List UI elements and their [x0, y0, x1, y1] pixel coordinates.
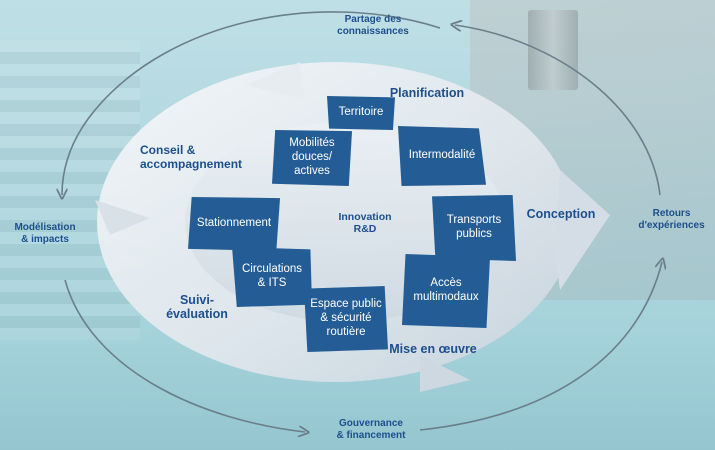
outer-arc-right	[455, 25, 661, 196]
label-conseil-accompagnement: Conseil & accompagnement	[140, 143, 243, 171]
label-partage-connaissances: Partage des connaissances	[337, 14, 409, 37]
label-conception: Conception	[526, 207, 596, 221]
ring-arrow-bottom	[420, 355, 470, 392]
label-retours-experiences: Retours d'expériences	[638, 208, 705, 231]
box-territoire: Territoire	[327, 96, 395, 130]
ring-arrow-right	[555, 170, 610, 290]
box-transports-publics: Transports publics	[432, 195, 516, 261]
background-bin	[528, 10, 578, 90]
ring-arrow-left	[95, 200, 150, 235]
box-acces-multimodaux: Accès multimodaux	[402, 254, 490, 328]
label-gouvernance-financement: Gouvernance & financement	[336, 418, 406, 441]
box-espace-public: Espace public & sécurité routière	[304, 286, 388, 352]
box-stationnement: Stationnement	[188, 197, 280, 251]
label-planification: Planification	[389, 86, 465, 100]
label-modelisation-impacts: Modélisation & impacts	[14, 222, 76, 245]
box-circulations-its: Circulations & ITS	[232, 247, 312, 307]
outer-arc-top	[62, 11, 441, 195]
box-mobilites: Mobilités douces/ actives	[272, 130, 352, 186]
box-intermodalite: Intermodalité	[398, 126, 486, 186]
label-innovation-rd: Innovation R&D	[338, 211, 392, 236]
outer-arc-bottom	[419, 262, 662, 431]
label-mise-en-oeuvre: Mise en œuvre	[389, 342, 477, 356]
ring-arrow-top	[245, 62, 305, 100]
label-suivi-evaluation: Suivi- évaluation	[166, 293, 228, 322]
outer-arc-left	[64, 279, 305, 432]
